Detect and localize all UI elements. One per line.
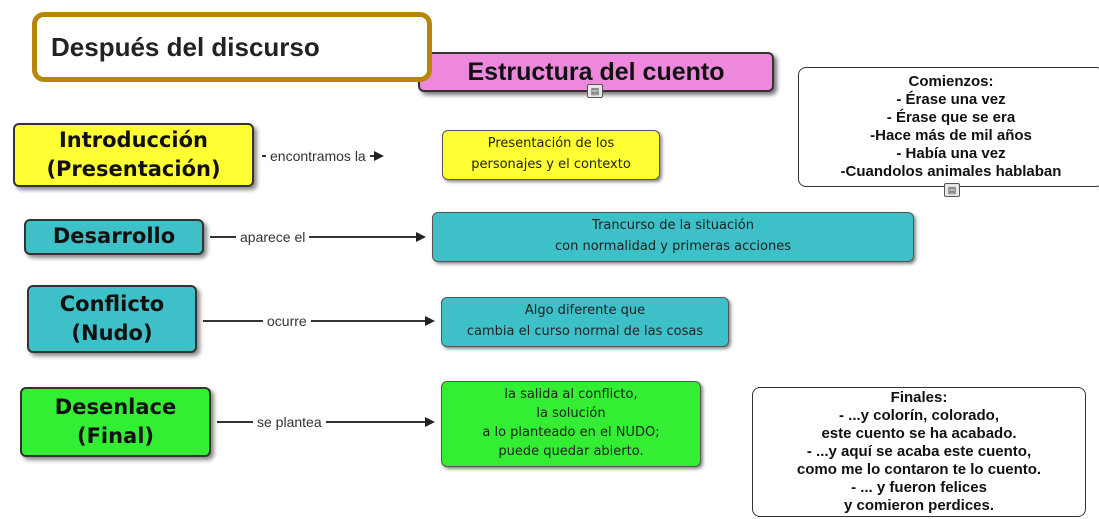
desc-line: Trancurso de la situación — [592, 218, 754, 234]
note-line: - ...y aquí se acaba este cuento, — [806, 443, 1032, 460]
note-line: -Hace más de mil años — [870, 127, 1032, 144]
link-encontramos: encontramos la — [262, 148, 434, 164]
link-label: se plantea — [253, 414, 326, 430]
link-ocurre: ocurre — [203, 313, 435, 329]
concept-desenlace: Desenlace (Final) — [20, 387, 211, 457]
note-line: -Cuandolos animales hablaban — [840, 163, 1062, 180]
desc-line: puede quedar abierto. — [498, 443, 644, 459]
arrow-icon — [425, 316, 435, 326]
note-line: Finales: — [890, 389, 948, 406]
link-label: ocurre — [263, 313, 311, 329]
doc-icon[interactable]: ▤ — [587, 84, 603, 98]
arrow-icon — [373, 151, 384, 161]
note-line: este cuento se ha acabado. — [821, 425, 1017, 442]
desc-line: personajes y el contexto — [471, 157, 631, 172]
note-line: - Había una vez — [896, 145, 1006, 162]
note-line: - Érase que se era — [886, 109, 1016, 126]
concept-line: (Nudo) — [71, 321, 153, 345]
desc-line: a lo planteado en el NUDO; — [482, 425, 660, 440]
arrow-icon — [425, 417, 435, 427]
desc-presentacion: Presentación de los personajes y el cont… — [442, 130, 660, 180]
desc-line: la salida al conflicto, — [504, 387, 638, 403]
note-line: - ... y fueron felices — [851, 479, 987, 496]
finales-note: Finales: - ...y colorín, colorado, este … — [752, 387, 1086, 517]
concept-line: (Presentación) — [46, 157, 221, 181]
note-line: - Érase una vez — [896, 91, 1006, 108]
banner-title: Después del discurso — [51, 31, 320, 62]
link-label: encontramos la — [266, 148, 370, 164]
desc-desarrollo: Trancurso de la situación con normalidad… — [432, 212, 914, 262]
arrow-icon — [416, 232, 426, 242]
desc-desenlace: la salida al conflicto, la solución a lo… — [441, 381, 701, 467]
link-se-plantea: se plantea — [217, 414, 435, 430]
desc-line: Algo diferente que — [524, 303, 646, 319]
doc-icon[interactable]: ▤ — [944, 183, 960, 197]
concept-desarrollo: Desarrollo — [24, 219, 204, 255]
diagram-title-box: Estructura del cuento — [418, 52, 774, 92]
concept-line: Desenlace — [54, 394, 177, 419]
desc-line: Presentación de los — [487, 136, 615, 152]
concept-conflicto: Conflicto (Nudo) — [27, 285, 197, 353]
diagram-title: Estructura del cuento — [467, 57, 725, 86]
desc-conflicto: Algo diferente que cambia el curso norma… — [441, 297, 729, 347]
concept-line: Conflicto — [59, 291, 165, 316]
header-banner: Después del discurso — [32, 12, 432, 82]
desc-line: cambia el curso normal de las cosas — [466, 324, 704, 339]
concept-line: Introducción — [58, 127, 209, 152]
comienzos-note: Comienzos: - Érase una vez - Érase que s… — [798, 67, 1099, 187]
note-line: y comieron perdices. — [843, 497, 995, 514]
link-aparece: aparece el — [210, 229, 426, 245]
desc-line: con normalidad y primeras acciones — [555, 239, 791, 254]
desc-line: la solución — [536, 406, 606, 422]
link-label: aparece el — [236, 229, 310, 245]
concept-line: Desarrollo — [52, 224, 176, 249]
note-line: - ...y colorín, colorado, — [838, 407, 1000, 424]
concept-introduccion: Introducción (Presentación) — [13, 123, 254, 187]
note-line: Comienzos: — [908, 73, 994, 90]
concept-line: (Final) — [76, 424, 155, 448]
note-line: como me lo contaron te lo cuento. — [796, 461, 1042, 478]
